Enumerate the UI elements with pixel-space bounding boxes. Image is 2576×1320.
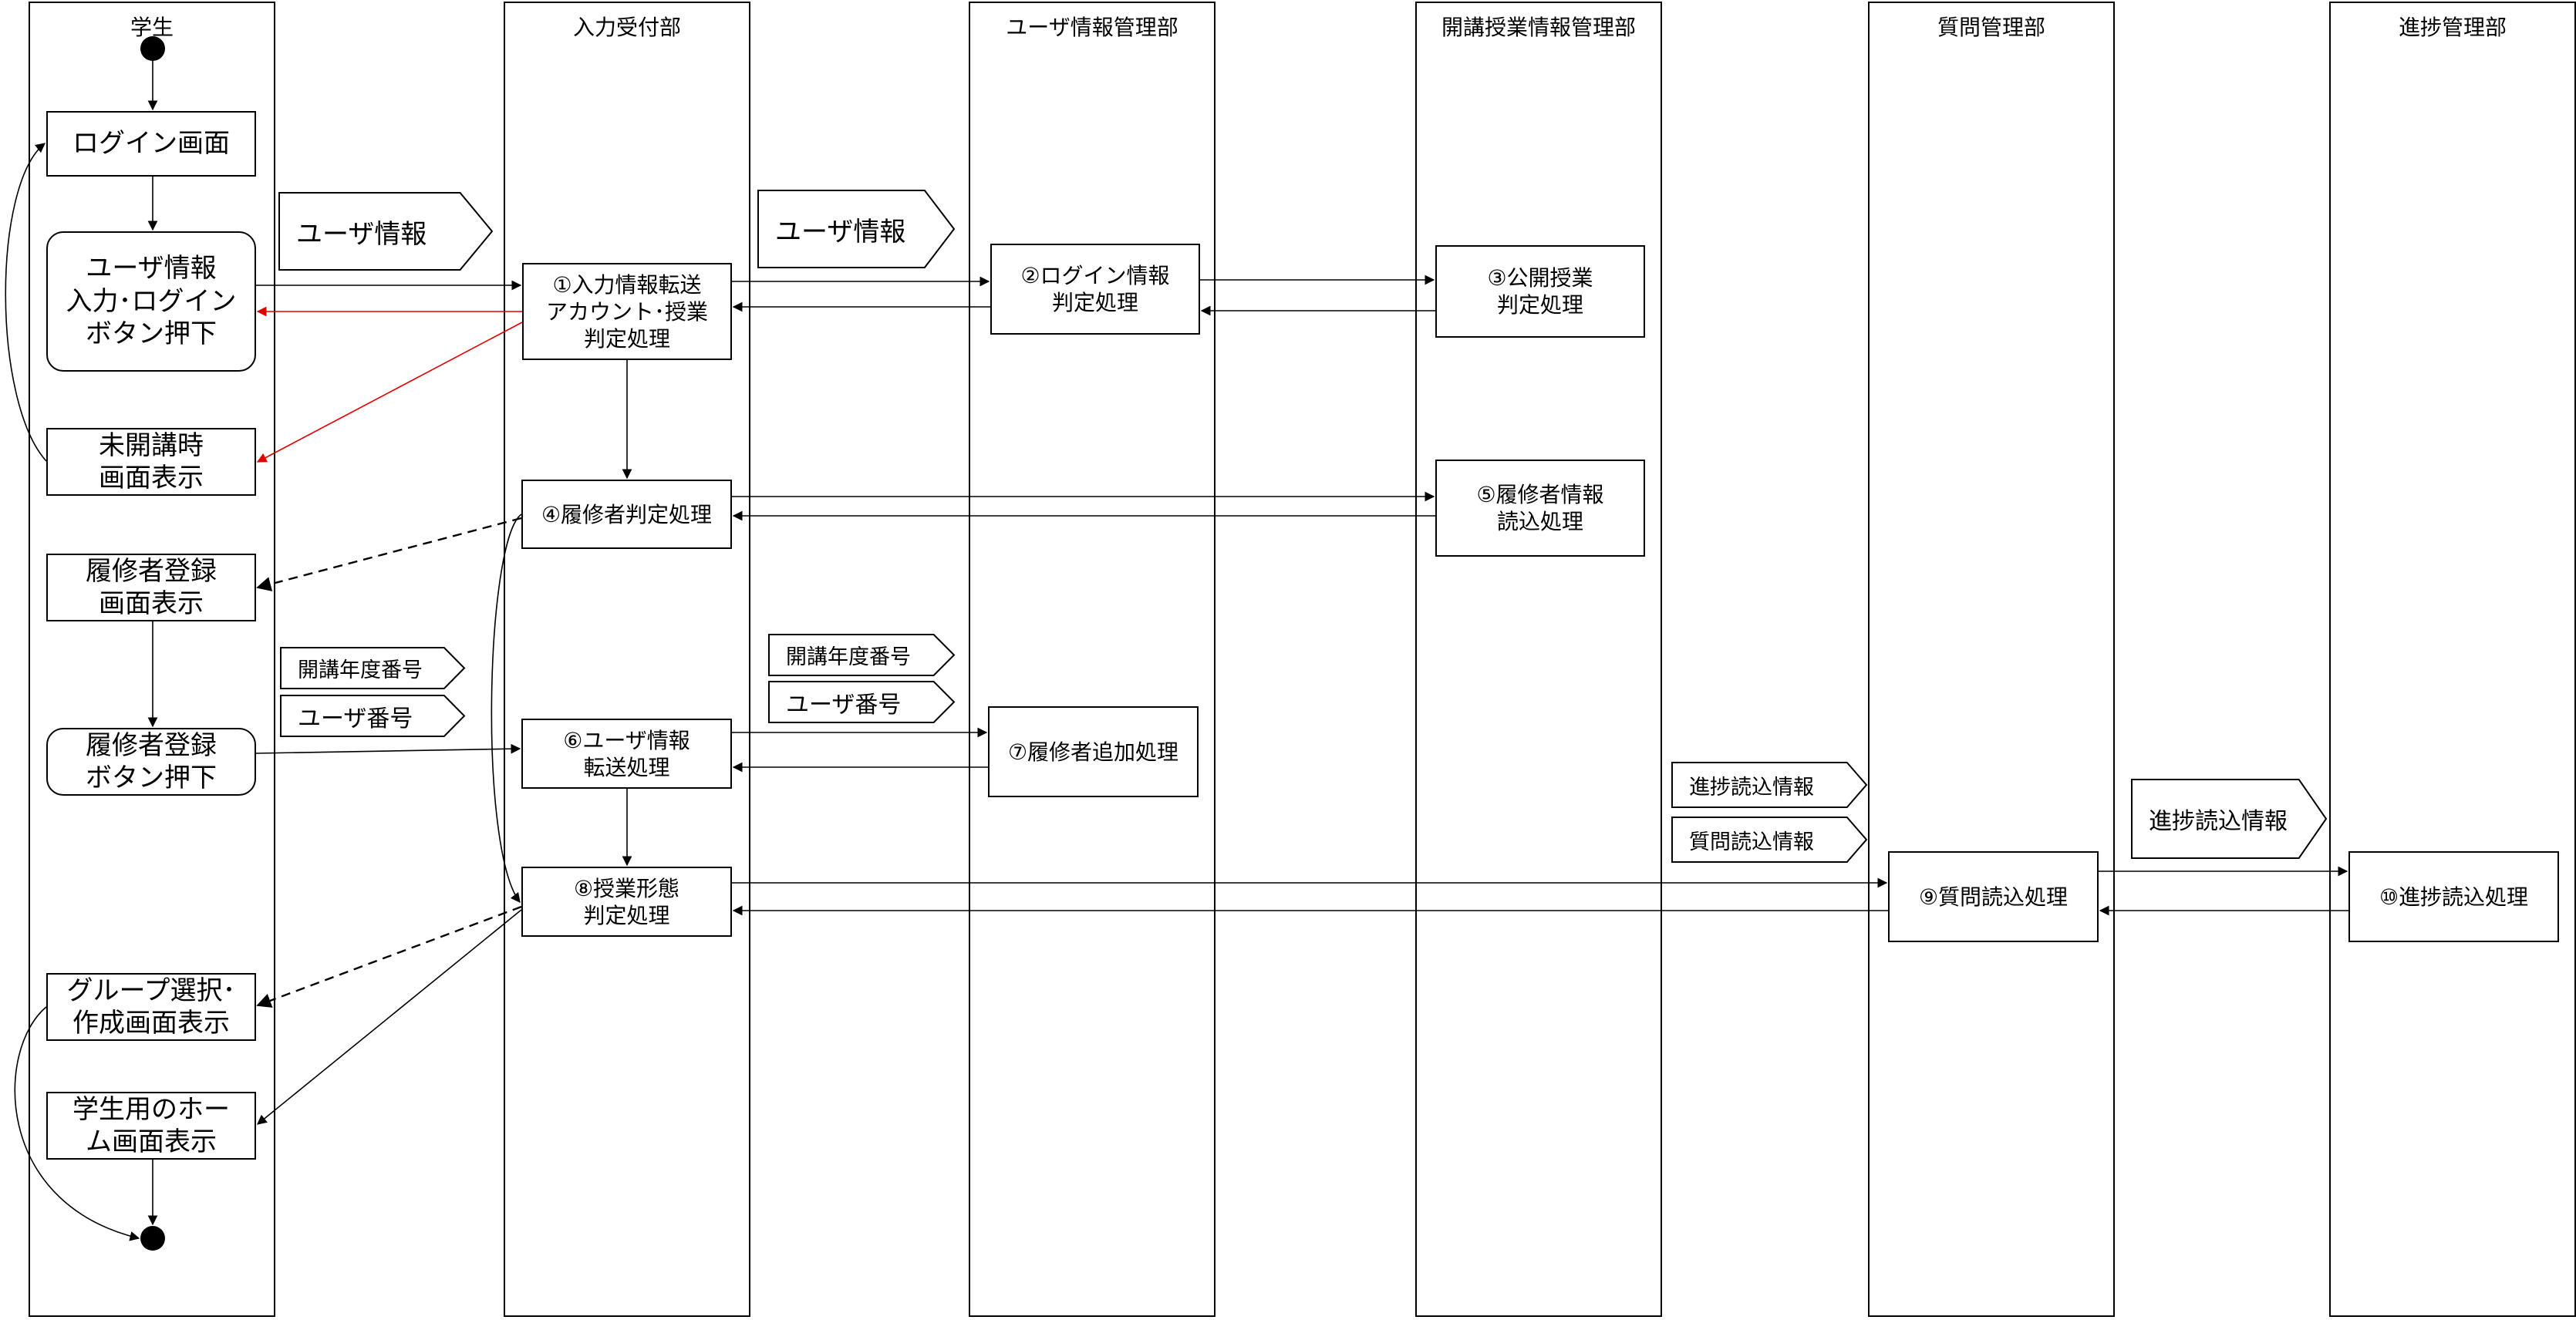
data-tag-label: 質問読込情報 bbox=[1689, 830, 1814, 854]
arrow-register-to-p6 bbox=[255, 743, 521, 754]
process-9-box: ⑨質問読込処理 bbox=[1888, 851, 2099, 942]
arrow-not-open-back-to-login bbox=[5, 143, 47, 462]
data-tag-user-number-2: ユーザ番号 bbox=[769, 682, 954, 722]
data-tag-label: 開講年度番号 bbox=[786, 645, 911, 669]
process-4-box: ④履修者判定処理 bbox=[521, 480, 732, 549]
process-5-box: ⑤履修者情報 読込処理 bbox=[1435, 460, 1645, 557]
lane-title-course-info-management: 開講授業情報管理部 bbox=[1441, 15, 1636, 40]
data-tag-label: 進捗読込情報 bbox=[1689, 775, 1814, 800]
arrow-p8-to-group-screen bbox=[256, 905, 522, 1008]
arrow-p8-to-home-screen bbox=[257, 909, 522, 1125]
process-8-box: ⑧授業形態 判定処理 bbox=[521, 867, 732, 937]
arrow-p1-to-not-open bbox=[256, 322, 523, 463]
lane-course-info-management: 開講授業情報管理部 bbox=[1415, 2, 1662, 1317]
process-1-box: ①入力情報転送 アカウント･授業 判定処理 bbox=[522, 263, 732, 360]
lane-title-student: 学生 bbox=[130, 15, 174, 40]
data-tag-user-info-2: ユーザ情報 bbox=[758, 190, 954, 268]
data-tag-label: 開講年度番号 bbox=[298, 658, 423, 682]
process-2-box: ②ログイン情報 判定処理 bbox=[990, 244, 1200, 335]
arrow-group-to-end bbox=[14, 1006, 140, 1241]
process-3-box: ③公開授業 判定処理 bbox=[1435, 245, 1645, 338]
home-screen-box: 学生用のホー ム画面表示 bbox=[46, 1092, 256, 1160]
group-screen-box: グループ選択･ 作成画面表示 bbox=[46, 973, 256, 1041]
arrow-p4-to-p8 bbox=[491, 514, 522, 904]
lane-title-input-reception: 入力受付部 bbox=[572, 15, 681, 40]
data-tag-user-info-1: ユーザ情報 bbox=[279, 193, 492, 270]
data-tag-label: ユーザ番号 bbox=[786, 691, 902, 719]
login-input-box: ユーザ情報 入力･ログイン ボタン押下 bbox=[46, 231, 256, 372]
lane-progress-management: 進捗管理部 bbox=[2329, 2, 2576, 1317]
data-tag-label: ユーザ情報 bbox=[775, 216, 906, 248]
process-6-box: ⑥ユーザ情報 転送処理 bbox=[521, 719, 732, 789]
data-tag-year-number-2: 開講年度番号 bbox=[769, 635, 954, 675]
arrow-p4-to-register-screen bbox=[256, 517, 522, 591]
data-tag-year-number-1: 開講年度番号 bbox=[281, 648, 464, 689]
lane-input-reception: 入力受付部 bbox=[504, 2, 750, 1317]
register-screen-box: 履修者登録 画面表示 bbox=[46, 554, 256, 621]
data-tag-label: ユーザ情報 bbox=[296, 218, 427, 250]
data-tag-progress-read-1: 進捗読込情報 bbox=[1672, 763, 1866, 807]
end-node bbox=[140, 1226, 165, 1251]
data-tag-progress-read-2: 進捗読込情報 bbox=[2132, 780, 2326, 858]
login-screen-box: ログイン画面 bbox=[46, 111, 256, 177]
lane-user-info-management: ユーザ情報管理部 bbox=[969, 2, 1216, 1317]
lane-title-user-info-management: ユーザ情報管理部 bbox=[1006, 15, 1178, 40]
process-10-box: ⑩進捗読込処理 bbox=[2348, 851, 2559, 942]
lane-title-question-management: 質問管理部 bbox=[1937, 15, 2045, 40]
lane-question-management: 質問管理部 bbox=[1868, 2, 2115, 1317]
lane-title-progress-management: 進捗管理部 bbox=[2398, 15, 2507, 40]
data-tag-user-number-1: ユーザ番号 bbox=[281, 695, 464, 736]
register-button-box: 履修者登録 ボタン押下 bbox=[46, 728, 256, 796]
data-tag-label: 進捗読込情報 bbox=[2149, 808, 2288, 835]
data-tag-question-read: 質問読込情報 bbox=[1672, 817, 1866, 862]
not-open-screen-box: 未開講時 画面表示 bbox=[46, 428, 256, 496]
process-7-box: ⑦履修者追加処理 bbox=[988, 706, 1199, 797]
start-node bbox=[140, 36, 165, 61]
data-tag-label: ユーザ番号 bbox=[298, 705, 413, 732]
